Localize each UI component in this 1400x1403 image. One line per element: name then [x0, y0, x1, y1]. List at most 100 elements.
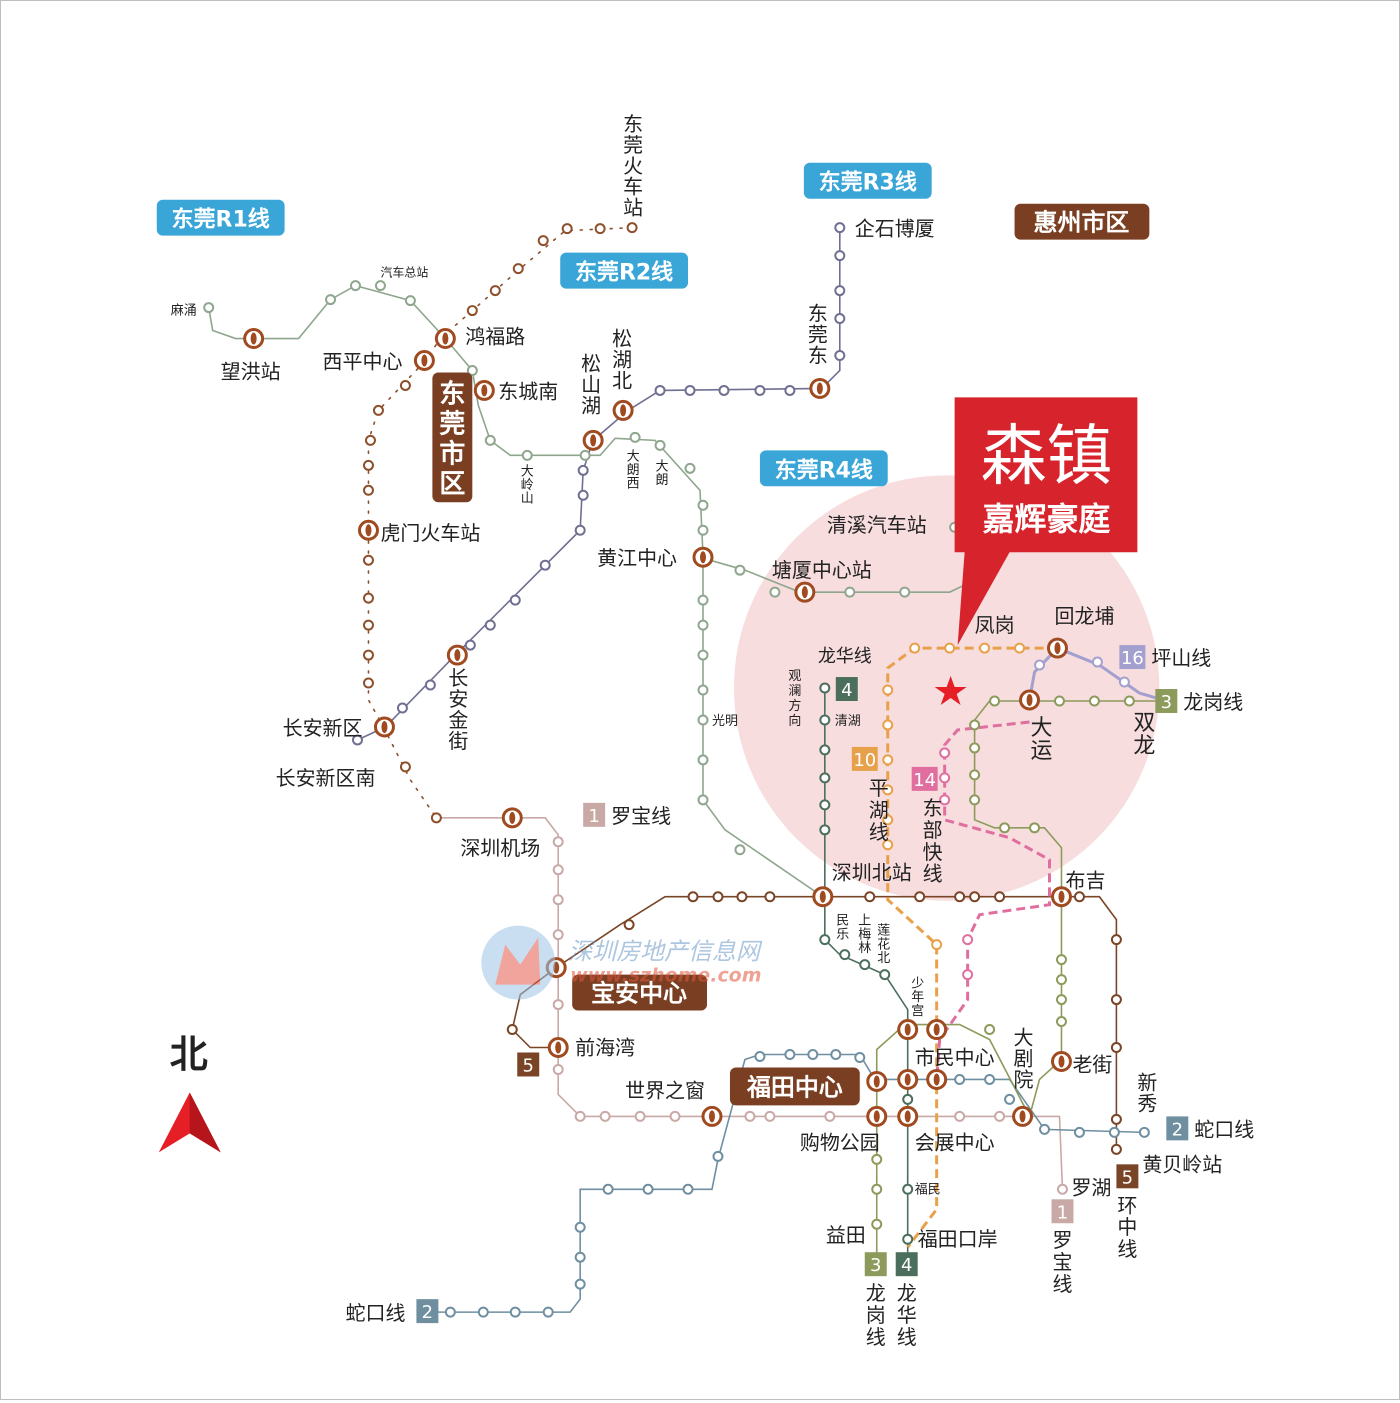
- station-dot: [599, 1110, 611, 1122]
- station-label-dalang: 大朗: [656, 459, 669, 488]
- station-label-daling: 大岭山: [521, 464, 534, 506]
- station-dot: [539, 559, 551, 571]
- station-dot: [979, 642, 991, 654]
- station-dot: [362, 677, 374, 689]
- station-dot: [1118, 676, 1130, 688]
- station-dot: [629, 431, 641, 443]
- station-dot: [1088, 695, 1100, 707]
- station-dot: [654, 384, 666, 396]
- station-dot: [697, 754, 709, 766]
- interchange-station: [547, 1037, 569, 1058]
- station-dot: [871, 1153, 883, 1165]
- station-dot: [819, 799, 831, 811]
- station-dot: [819, 682, 831, 694]
- station-dot: [552, 999, 564, 1011]
- station-label-qinghu: 清湖: [835, 714, 861, 729]
- svg-text:1: 1: [1057, 1202, 1068, 1223]
- station-dot: [834, 250, 846, 262]
- station-dot: [1110, 994, 1122, 1006]
- guanlan-direction-label: 观澜方向: [788, 669, 801, 729]
- station-dot: [962, 969, 974, 981]
- station-dot: [430, 812, 442, 824]
- interchange-station: [809, 377, 831, 399]
- station-dot: [484, 619, 496, 631]
- station-label-hongfu: 鸿福路: [465, 325, 525, 349]
- station-dot: [824, 1110, 836, 1122]
- line-badge-l1s: 1 罗宝线: [1051, 1199, 1074, 1296]
- station-dot: [969, 742, 981, 754]
- badge-dg-r1: 东莞R1线: [172, 207, 270, 233]
- station-label-buji: 布吉: [1065, 869, 1105, 893]
- station-dot: [521, 449, 533, 461]
- station-dot: [654, 439, 666, 451]
- station-dot: [984, 1073, 996, 1085]
- station-label-wanghong: 望洪站: [221, 359, 281, 383]
- svg-text:东部快线: 东部快线: [923, 796, 943, 886]
- station-dot: [744, 1110, 756, 1122]
- interchange-station: [582, 429, 604, 451]
- station-dot: [734, 564, 746, 576]
- station-dot: [697, 499, 709, 511]
- svg-text:东莞市区: 东莞市区: [439, 378, 465, 499]
- station-dot: [954, 1073, 966, 1085]
- brown-badges: 惠州市区 宝安中心 福田中心: [432, 203, 1150, 1106]
- station-dot: [989, 695, 1001, 707]
- station-dot: [574, 1110, 586, 1122]
- station-dot: [954, 1110, 966, 1122]
- badge-dg-r2: 东莞R2线: [575, 260, 673, 286]
- station-label-yitian: 益田: [826, 1223, 866, 1247]
- station-dot: [1138, 1126, 1150, 1138]
- station-dot: [697, 619, 709, 631]
- station-label-qingxi: 清溪汽车站: [827, 513, 927, 537]
- station-label-gouwu: 购物公园: [800, 1130, 880, 1154]
- station-dot: [879, 969, 891, 981]
- station-label-shaoniangong: 少年宫: [911, 977, 924, 1019]
- svg-text:平湖线: 平湖线: [869, 776, 889, 844]
- station-dot: [506, 1024, 518, 1036]
- interchange-station: [1050, 1050, 1072, 1072]
- watermark-name: 深圳房地产信息网: [568, 938, 763, 966]
- station-dot: [697, 794, 709, 806]
- station-dot: [944, 642, 956, 654]
- interchange-station: [897, 1068, 919, 1090]
- station-dot: [1055, 1016, 1067, 1028]
- station-dot: [542, 1306, 554, 1318]
- station-dot: [839, 949, 851, 961]
- station-dot: [602, 1183, 614, 1195]
- station-dot: [552, 864, 564, 876]
- interchange-station: [897, 1105, 919, 1127]
- station-dot: [962, 934, 974, 946]
- station-dot: [362, 649, 374, 661]
- station-dot: [362, 619, 374, 631]
- station-dot: [1073, 891, 1085, 903]
- station-dot: [854, 1051, 866, 1063]
- station-dot: [859, 959, 871, 971]
- station-dot: [871, 1218, 883, 1230]
- svg-text:5: 5: [1122, 1167, 1133, 1188]
- station-dot: [1110, 934, 1122, 946]
- station-dot: [902, 1183, 914, 1195]
- station-dot: [509, 1306, 521, 1318]
- interchange-station: [812, 886, 834, 908]
- station-dot: [351, 734, 363, 746]
- station-label-fumin: 福民: [915, 1182, 941, 1197]
- station-dot: [1110, 1113, 1122, 1125]
- station-dot: [509, 594, 521, 606]
- station-dot: [372, 404, 384, 416]
- station-label-tangxia: 塘厦中心站: [772, 558, 872, 582]
- svg-text:罗宝线: 罗宝线: [1052, 1228, 1072, 1296]
- svg-text:3: 3: [1161, 692, 1172, 713]
- station-dot: [764, 1110, 776, 1122]
- station-label-xinxiu: 新秀: [1137, 1070, 1157, 1115]
- blue-badges: 东莞R1线 东莞R2线 东莞R3线 东莞R4线: [156, 162, 932, 487]
- station-dot: [325, 294, 337, 306]
- station-dot: [362, 484, 374, 496]
- station-dot: [1056, 1183, 1068, 1195]
- interchange-station: [612, 399, 634, 421]
- station-dot: [404, 295, 416, 307]
- station-dot: [882, 839, 894, 851]
- station-dot: [362, 459, 374, 471]
